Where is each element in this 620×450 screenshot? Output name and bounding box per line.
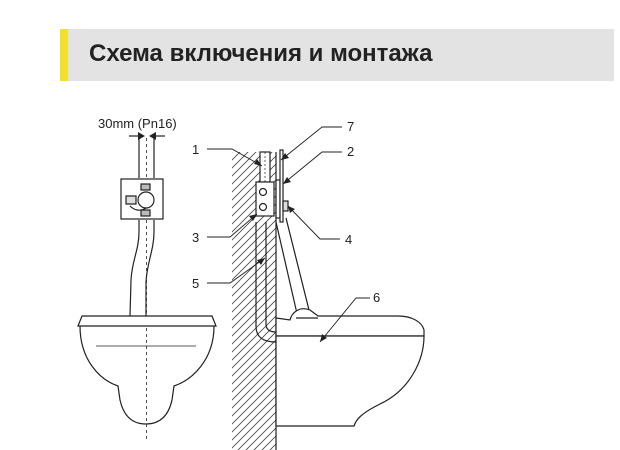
callout-label-7: 7	[347, 119, 354, 134]
toilet-bowl-front	[77, 315, 217, 425]
header-accent-bar	[60, 29, 68, 81]
section-header: Схема включения и монтажа	[60, 29, 614, 81]
side-view	[232, 149, 425, 450]
callout-label-1: 1	[192, 142, 199, 157]
callout-label-3: 3	[192, 230, 199, 245]
supply-pipe-front	[138, 138, 155, 178]
cover-plate-side	[279, 149, 289, 223]
supply-pipe-side	[259, 151, 271, 183]
callout-label-2: 2	[347, 144, 354, 159]
pipe-width-dimension	[129, 132, 165, 140]
callout-label-4: 4	[345, 232, 352, 247]
toilet-bowl-side	[275, 308, 425, 427]
drain-pipe-side	[255, 222, 277, 343]
pipe-spec-label: 30mm (Pn16)	[98, 116, 177, 131]
flush-valve-side	[255, 179, 281, 219]
callout-leaders	[207, 126, 370, 343]
flush-valve-front	[120, 178, 164, 220]
callout-label-5: 5	[192, 276, 199, 291]
front-view	[77, 132, 217, 440]
flush-pipe-side	[275, 217, 311, 319]
flush-pipe-front	[129, 220, 155, 440]
callout-label-6: 6	[373, 290, 380, 305]
page-title: Схема включения и монтажа	[89, 40, 433, 67]
